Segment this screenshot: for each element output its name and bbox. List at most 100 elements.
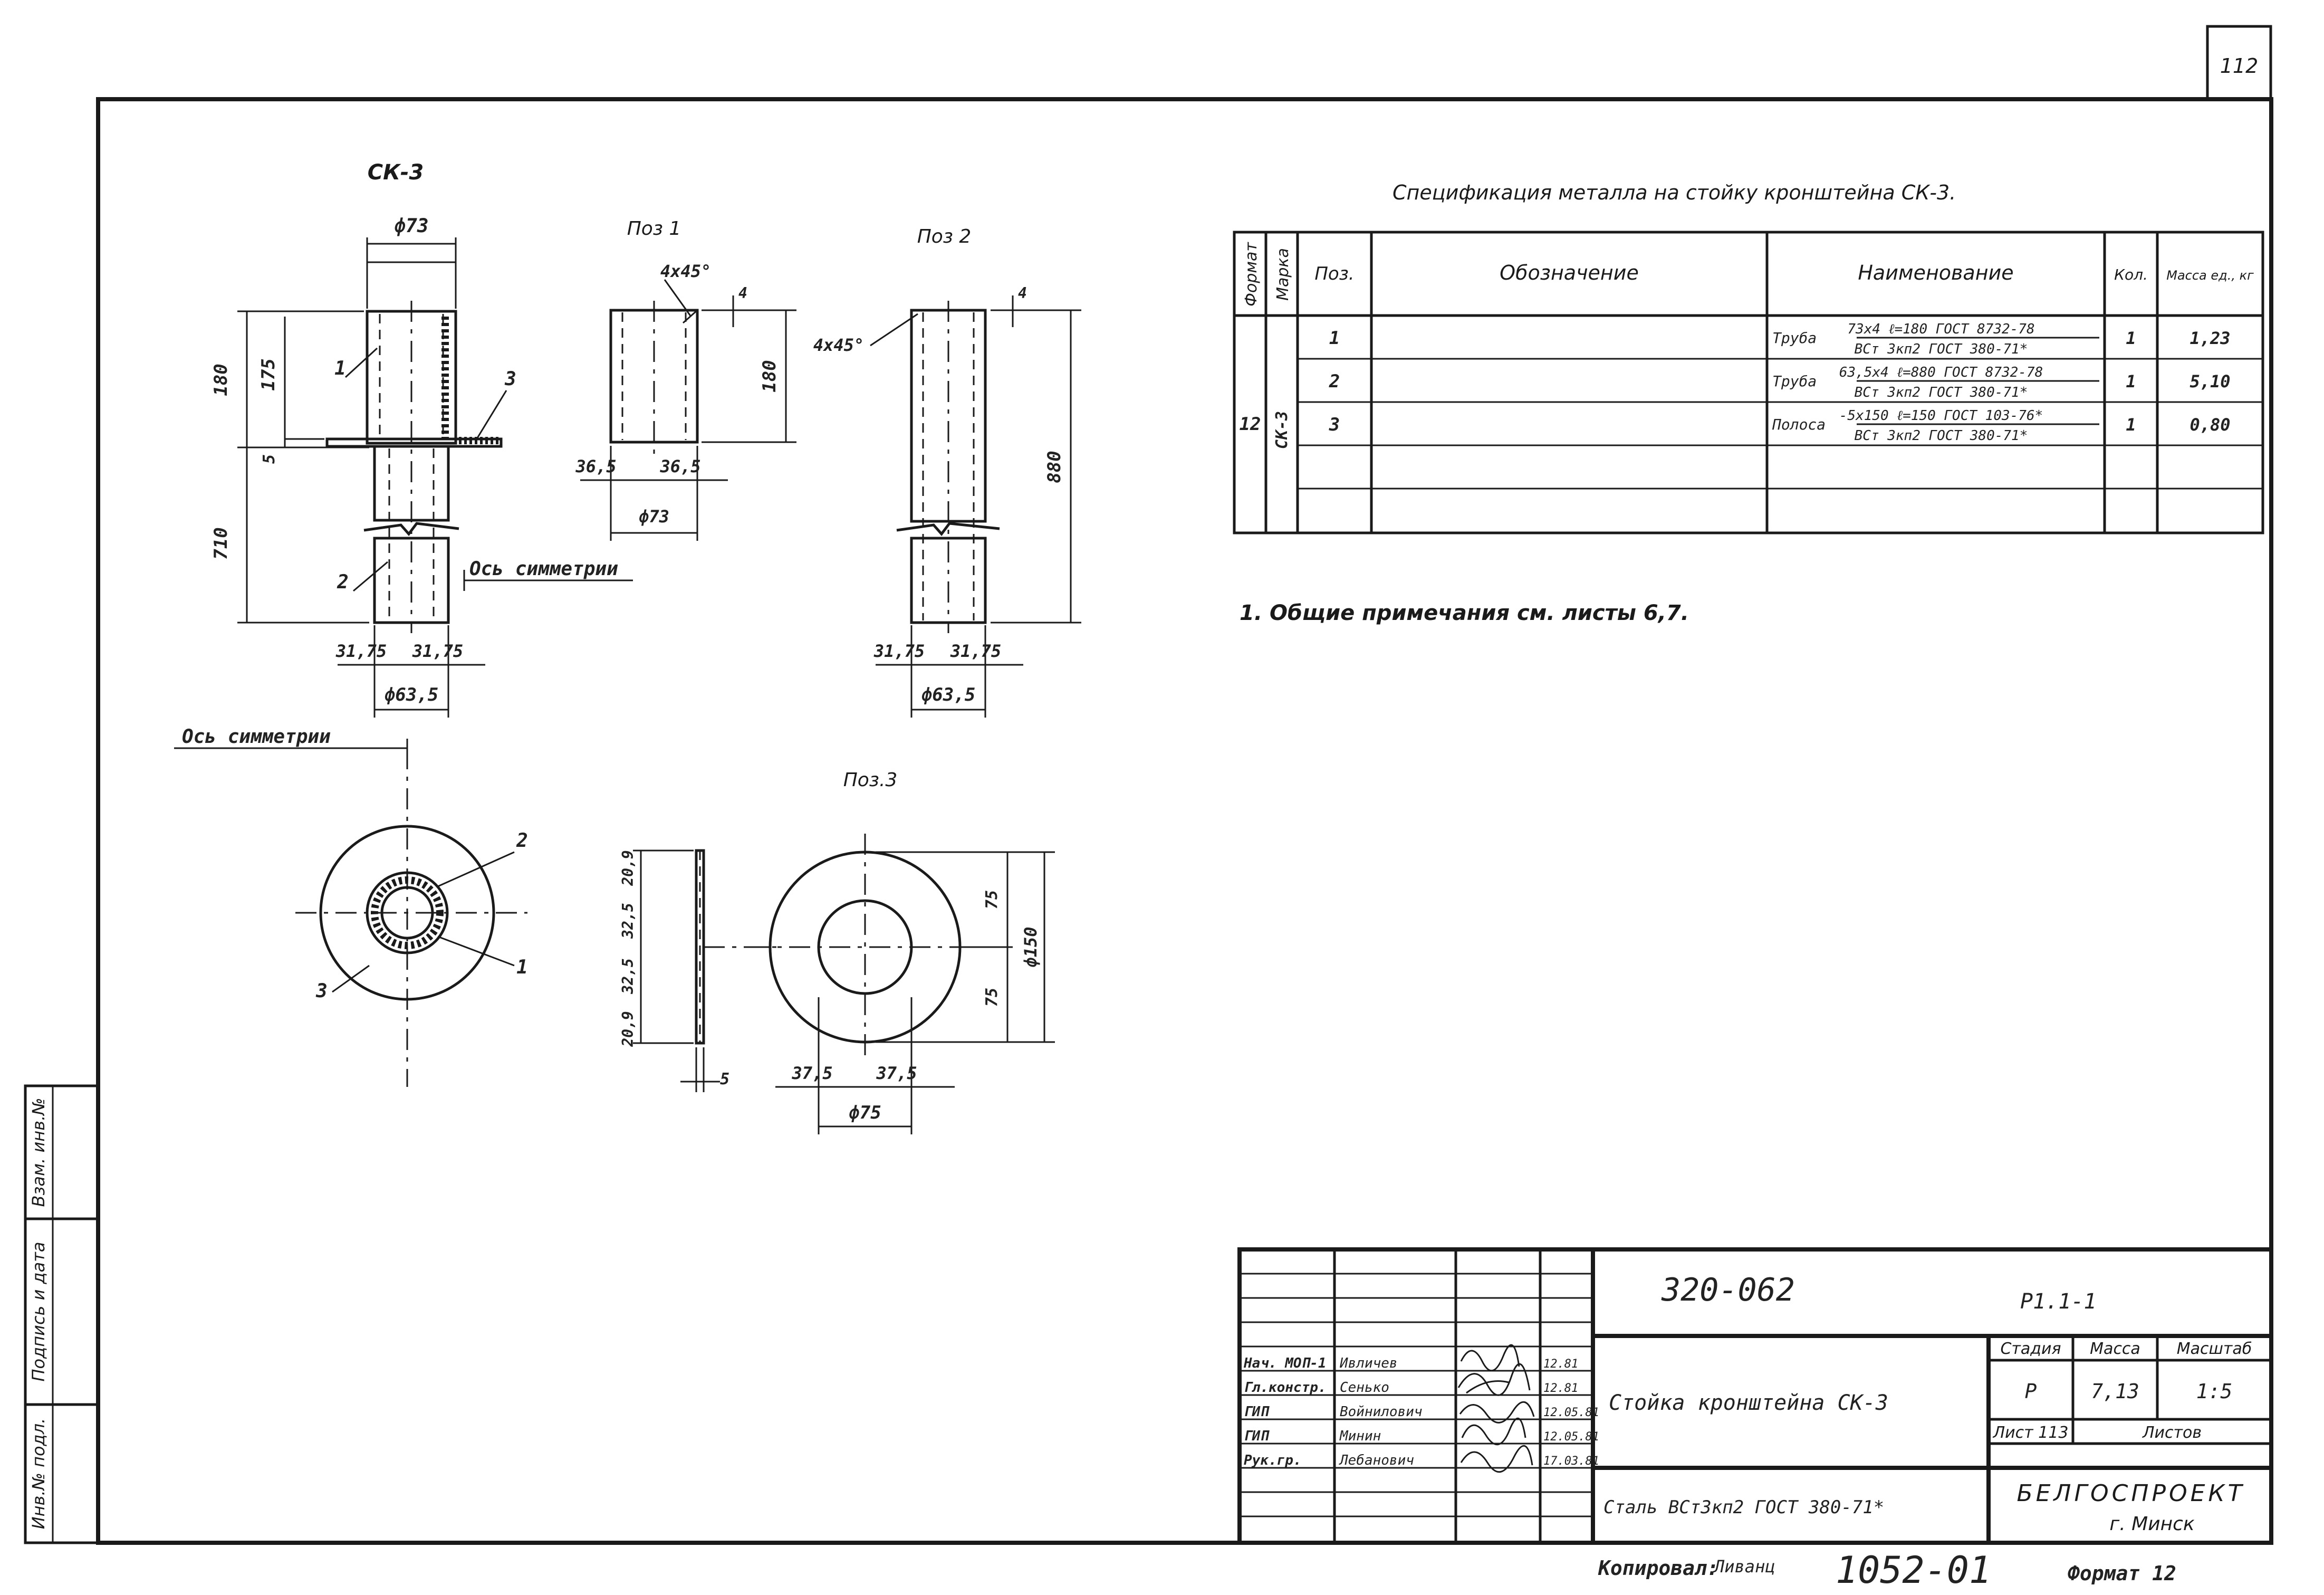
dim-710: 710 (210, 527, 232, 559)
callout-1: 1 (334, 358, 346, 379)
spec-format-value: 12 (1240, 414, 1261, 435)
assembly-view: СК-3 ф73 180 175 5 710 (210, 160, 633, 718)
flange-circle (319, 825, 495, 1001)
pos3-diameter-75: ф75 (849, 1102, 881, 1123)
spec-row: 1 Труба 73х4 ℓ=180 ГОСТ 8732-78 ВСт 3кп2… (1329, 321, 2231, 357)
spec-kind: Труба (1772, 373, 1817, 390)
section-callout-3: 3 (315, 980, 328, 1002)
sheet-code: Р1.1-1 (2020, 1290, 2097, 1314)
pos2-thickness: 4 (1018, 284, 1027, 302)
spec-name-line1: 63,5х4 ℓ=880 ГОСТ 8732-78 (1839, 365, 2043, 380)
spec-mark-value: СК-3 (1273, 411, 1291, 449)
spec-row: 2 Труба 63,5х4 ℓ=880 ГОСТ 8732-78 ВСт 3к… (1329, 365, 2231, 400)
spec-kind: Полоса (1772, 416, 1826, 433)
section-callout-2: 2 (516, 830, 528, 852)
pos1-length: 180 (759, 360, 780, 392)
footer: Копировал: Ливанц 1052-01 Формат 12 (1598, 1549, 2176, 1592)
section-view: Ось симметрии 2 1 3 (174, 726, 528, 1087)
pos3-dim-b: 32,5 (619, 903, 637, 939)
pos3-side-1: 37,5 (791, 1063, 832, 1083)
spec-header-pos: Поз. (1314, 263, 1354, 284)
pos3-radius-2: 75 (983, 988, 1001, 1007)
item-name: Стойка кронштейна СК-3 (1609, 1391, 1888, 1415)
spec-title: Спецификация металла на стойку кронштейн… (1393, 181, 1956, 204)
spec-qty: 1 (2126, 371, 2136, 391)
pos3-plate-hole (817, 899, 913, 995)
person-name: Минин (1339, 1428, 1381, 1444)
scale-value: 1:5 (2196, 1380, 2233, 1403)
pos2-diameter: ф63,5 (921, 684, 975, 705)
spec-header-format: Формат (1242, 242, 1261, 307)
title-block: 320-062 Р1.1-1 Стадия Масса Масштаб Р 7,… (1237, 1247, 2273, 1545)
pos2-chamfer: 4х45° (813, 335, 864, 355)
spec-name-line1: -5х150 ℓ=150 ГОСТ 103-76* (1839, 408, 2043, 424)
spec-pos: 3 (1329, 414, 1340, 435)
spec-pos: 1 (1329, 328, 1340, 349)
general-note: 1. Общие примечания см. листы 6,7. (1240, 601, 1689, 625)
order-number: 1052-01 (1836, 1549, 1991, 1592)
dim-d73: ф73 (394, 215, 428, 237)
tube2-inner (380, 886, 434, 940)
spec-table: Спецификация металла на стойку кронштейн… (1233, 181, 2264, 625)
pos1-diameter: ф73 (639, 507, 669, 527)
pos3-dim-c: 32,5 (619, 958, 637, 994)
doc-code: 320-062 (1661, 1272, 1795, 1309)
dim-d63-5: ф63,5 (385, 684, 438, 705)
sign-date: 12.05.81 (1543, 1430, 1599, 1444)
pos1-chamfer: 4х45° (660, 261, 711, 281)
pos1-side-1: 36,5 (575, 456, 616, 476)
side-stamp-replacement: Взам. инв.№ (28, 1097, 49, 1207)
role: Нач. МОП-1 (1243, 1355, 1327, 1371)
spec-name-line1: 73х4 ℓ=180 ГОСТ 8732-78 (1847, 321, 2034, 337)
sheet-frame: 112 (96, 25, 2273, 1545)
pos1-side-2: 36,5 (659, 456, 700, 476)
spec-header-mark: Марка (1274, 248, 1292, 301)
tube1-outer (366, 871, 449, 954)
sheet-label: Лист 113 (1993, 1424, 2069, 1442)
city: г. Минск (2109, 1513, 2195, 1535)
pos3-radius-1: 75 (983, 890, 1001, 909)
pos1-thickness: 4 (738, 284, 747, 302)
weld-ring (371, 876, 444, 949)
spec-qty: 1 (2126, 415, 2136, 435)
spec-mass: 5,10 (2189, 371, 2230, 391)
pos3-dim-d: 20,9 (619, 1011, 637, 1047)
sheet-number: 112 (2220, 54, 2259, 78)
dim-31-75-left: 31,75 (335, 641, 387, 661)
sign-date: 12.05.81 (1543, 1406, 1599, 1419)
pos3-dim-a: 20,9 (619, 850, 637, 886)
role: Рук.гр. (1244, 1453, 1302, 1468)
assembly-title: СК-3 (368, 160, 424, 185)
signature-row: ГИП Минин 12.05.81 (1244, 1428, 1599, 1444)
signature-row: ГИП Войнилович 12.05.81 (1244, 1404, 1599, 1420)
callout-2: 2 (337, 571, 349, 593)
dim-31-75-right: 31,75 (412, 641, 463, 661)
pos3-diameter-150: ф150 (1021, 927, 1041, 967)
side-stamp-inventory: Инв.№ подл. (28, 1418, 49, 1530)
role: ГИП (1244, 1404, 1270, 1420)
stage-value: Р (2025, 1380, 2037, 1403)
spec-name-line2: ВСт 3кп2 ГОСТ 380-71* (1855, 341, 2028, 357)
spec-header-designation: Обозначение (1500, 261, 1639, 284)
axis-label-section: Ось симметрии (182, 726, 331, 748)
inner-frame (96, 97, 2273, 1545)
signature-row: Рук.гр. Лебанович 17.03.81 (1244, 1453, 1599, 1468)
spec-header-mass: Масса ед., кг (2166, 268, 2254, 283)
organization: БЕЛГОСПРОЕКТ (2016, 1480, 2245, 1507)
detail-pos1: Поз 1 4х45° 180 4 36,5 36,5 ф73 (575, 218, 796, 541)
material: Сталь ВСт3кп2 ГОСТ 380-71* (1603, 1497, 1884, 1518)
callout-3: 3 (504, 368, 516, 390)
section-callout-1: 1 (516, 957, 528, 978)
pos3-thickness: 5 (720, 1070, 729, 1088)
spec-mass: 1,23 (2189, 328, 2230, 348)
spec-name-line2: ВСт 3кп2 ГОСТ 380-71* (1855, 385, 2028, 400)
spec-header-name: Наименование (1858, 261, 2013, 284)
sign-date: 12.81 (1543, 1382, 1578, 1395)
mass-label: Масса (2090, 1340, 2140, 1358)
person-name: Лебанович (1339, 1453, 1414, 1468)
copied-name: Ливанц (1713, 1556, 1775, 1577)
sign-date: 17.03.81 (1543, 1455, 1599, 1468)
spec-pos: 2 (1329, 371, 1340, 392)
break-line (363, 522, 459, 536)
